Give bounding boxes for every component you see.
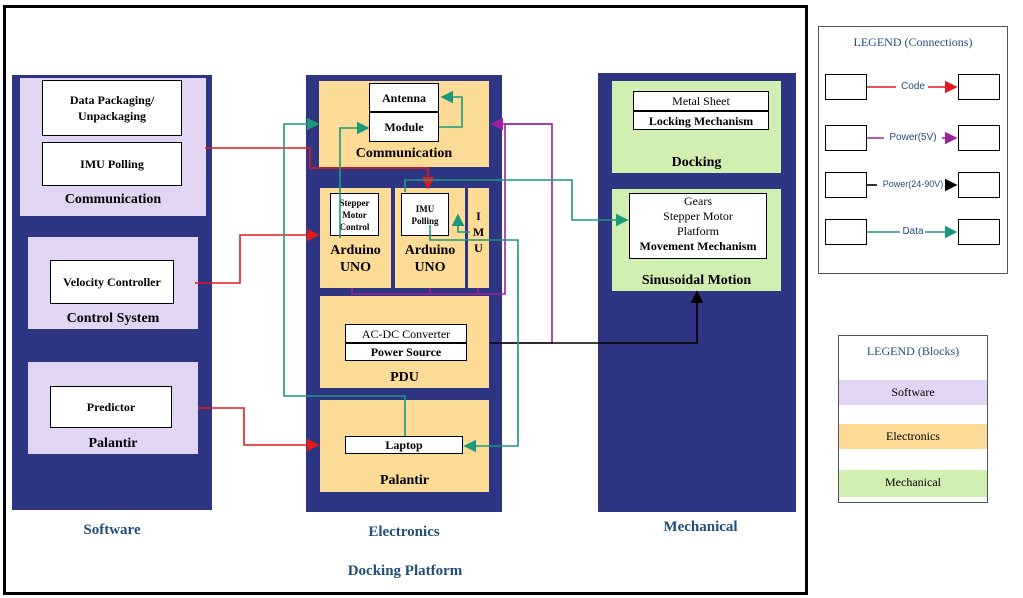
imu-polling-electronics-box: IMU Polling — [401, 193, 449, 236]
locking-mechanism-box: Locking Mechanism — [633, 111, 769, 130]
antenna-box: Antenna — [369, 83, 439, 112]
arduino-uno-1-title: Arduino UNO — [330, 243, 381, 275]
stepper-motor-control-box: Stepper Motor Control — [330, 193, 379, 236]
module-box: Module — [369, 112, 439, 142]
wire-data-laptop-loop — [283, 117, 406, 436]
legend-power5v-source — [825, 125, 867, 151]
imu-block — [468, 188, 489, 288]
legend-code-source — [825, 74, 867, 100]
wire-code-imu-polling — [205, 147, 435, 190]
pdu-title: PDU — [390, 370, 419, 385]
metal-sheet-box: Metal Sheet — [633, 91, 769, 111]
wire-data-antenna-module — [439, 90, 463, 128]
wire-code-velocity — [195, 228, 320, 284]
wire-data-module-motion — [339, 121, 370, 238]
legend-electronics-swatch: Electronics — [839, 424, 987, 449]
software-communication-title: Communication — [64, 192, 162, 207]
legend-power5v-target — [958, 125, 1000, 151]
legend-code-label: Code — [901, 81, 925, 92]
electronics-palantir-title: Palantir — [380, 473, 429, 488]
velocity-controller-box: Velocity Controller — [50, 260, 174, 304]
gears-label: Gears — [684, 194, 712, 208]
wire-power-high — [490, 290, 704, 344]
wire-data-imu-poll — [451, 213, 470, 233]
arduino-uno-2-title: Arduino UNO — [404, 243, 456, 275]
ac-dc-converter-box: AC-DC Converter — [345, 324, 467, 343]
mechanical-column-label: Mechanical — [663, 519, 738, 535]
movement-mechanism-label: Movement Mechanism — [639, 239, 757, 253]
legend-data-label: Data — [902, 226, 924, 237]
electronics-column-label: Electronics — [368, 524, 440, 540]
docking-title: Docking — [671, 155, 722, 170]
electronics-communication-title: Communication — [355, 146, 453, 161]
legend-code-target — [958, 74, 1000, 100]
platform-label: Platform — [677, 224, 719, 238]
imu-label: I M U — [472, 209, 485, 255]
docking-platform-frame — [3, 5, 808, 595]
wire-data-arduino-motion — [404, 179, 629, 227]
legend-blocks-title: LEGEND (Blocks) — [866, 344, 960, 358]
legend-power-high-source — [825, 172, 867, 198]
legend-data-source — [825, 219, 867, 245]
legend-mechanical-swatch: Mechanical — [839, 470, 987, 497]
legend-data-target — [958, 219, 1000, 245]
legend-connections-title: LEGEND (Connections) — [853, 35, 973, 49]
legend-power-high-target — [958, 172, 1000, 198]
wire-code-predictor — [198, 407, 320, 452]
docking-platform-label: Docking Platform — [347, 563, 463, 579]
legend-power-high-label: Power(24-90V) — [882, 179, 944, 189]
software-palantir-title: Palantir — [88, 436, 138, 451]
legend-software-swatch: Software — [839, 380, 987, 405]
movement-mechanism-box: Gears Stepper Motor Platform Movement Me… — [629, 193, 767, 259]
stepper-motor-label: Stepper Motor — [663, 209, 733, 223]
wire-data-imu-laptop — [429, 225, 519, 453]
sinusoidal-motion-title: Sinusoidal Motion — [641, 273, 752, 288]
imu-polling-software-box: IMU Polling — [42, 142, 182, 186]
software-column-label: Software — [83, 522, 141, 538]
legend-power5v-label: Power(5V) — [889, 132, 937, 143]
software-control-title: Control System — [66, 311, 160, 326]
data-packaging-box: Data Packaging/ Unpackaging — [42, 80, 182, 136]
laptop-box: Laptop — [345, 436, 463, 454]
predictor-box: Predictor — [50, 386, 172, 428]
power-source-box: Power Source — [345, 343, 467, 361]
